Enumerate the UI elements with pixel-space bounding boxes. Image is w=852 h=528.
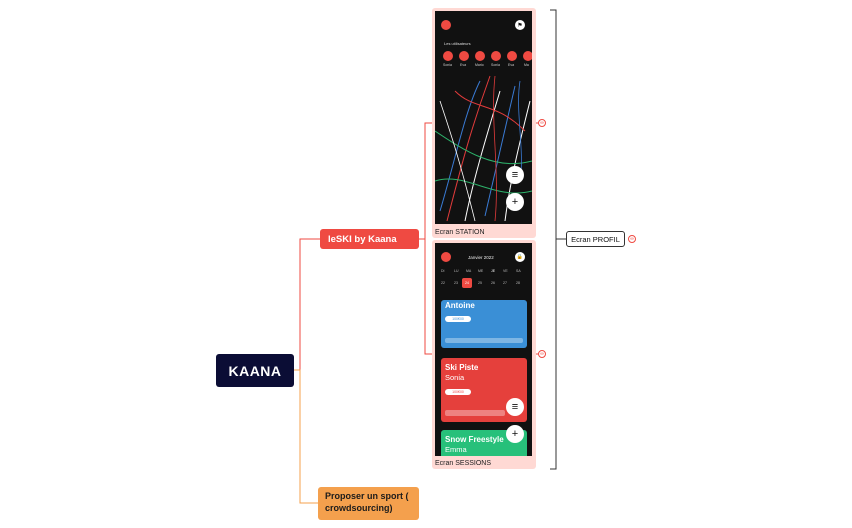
day[interactable]: 25 [478,281,482,285]
add-button[interactable]: + [506,425,524,443]
filter-button[interactable]: ≡ [506,398,524,416]
session-name: Emma [445,445,467,454]
lock-icon: 🔒 [515,252,525,262]
day[interactable]: 26 [491,281,495,285]
day[interactable]: 27 [503,281,507,285]
station-phone-mockup: ⚑ Les utilisateurs Sonia Eva Mario Sonia… [435,11,532,224]
user-avatar[interactable] [443,51,453,61]
day[interactable]: 23 [454,281,458,285]
day[interactable]: 22 [441,281,445,285]
weekday: VE [503,269,508,273]
weekday: LU [454,269,459,273]
add-button[interactable]: + [506,193,524,211]
user-name: Eva [508,63,515,67]
ski-slopes-map[interactable] [435,71,532,224]
session-actions [445,338,523,343]
session-actions [445,410,505,416]
day[interactable]: 24 [465,281,469,285]
station-caption: Ecran STATION [435,229,485,236]
month-label: Janvier 2022 [468,255,494,260]
filter-icon: ≡ [511,169,519,181]
link-marker[interactable]: ∞ [538,350,546,358]
user-avatar[interactable] [491,51,501,61]
filter-icon: ≡ [511,401,519,413]
price-pill: 100€00 [445,389,471,395]
link-marker[interactable]: ∞ [538,119,546,127]
user-avatar[interactable] [523,51,532,61]
sessions-phone-mockup: Janvier 2022 🔒 DI LU MA ME JE VE SA 22 2… [435,243,532,456]
station-screen-card[interactable]: ⚑ Les utilisateurs Sonia Eva Mario Sonia… [432,8,536,238]
proposer-sport-node[interactable]: Proposer un sport ( crowdsourcing) [318,487,419,520]
user-name: Sonia [491,63,500,67]
selected-day-highlight [462,278,472,288]
user-avatar[interactable] [459,51,469,61]
profil-node[interactable]: Ecran PROFIL [566,231,625,247]
root-node[interactable]: KAANA [216,354,294,387]
leski-node[interactable]: leSKI by Kaana [320,229,419,249]
plus-icon: + [511,428,519,440]
session-name: Sonia [445,373,465,382]
session-title: Snow Freestyle [445,435,504,444]
weekday: JE [491,269,496,273]
link-marker[interactable]: ∞ [628,235,636,243]
day[interactable]: 28 [516,281,520,285]
user-name: Mario [475,63,484,67]
session-card-antoine[interactable]: Antoine 100€00 [441,300,527,348]
sessions-caption: Ecran SESSIONS [435,460,492,467]
weekday: ME [478,269,484,273]
plus-icon: + [511,196,519,208]
user-avatar[interactable] [475,51,485,61]
flag-icon: ⚑ [515,20,525,30]
user-name: Eva [460,63,467,67]
filter-button[interactable]: ≡ [506,166,524,184]
session-name: Antoine [445,301,475,310]
user-name: Ma [524,63,529,67]
sessions-screen-card[interactable]: Janvier 2022 🔒 DI LU MA ME JE VE SA 22 2… [432,240,536,469]
price-pill: 100€00 [445,316,471,322]
profile-avatar [441,20,451,30]
profile-avatar [441,252,451,262]
weekday: DI [441,269,445,273]
weekday: SA [516,269,521,273]
session-title: Ski Piste [445,363,479,372]
users-heading: Les utilisateurs [444,41,471,46]
user-name: Sonia [443,63,452,67]
weekday: MA [466,269,472,273]
user-avatar[interactable] [507,51,517,61]
